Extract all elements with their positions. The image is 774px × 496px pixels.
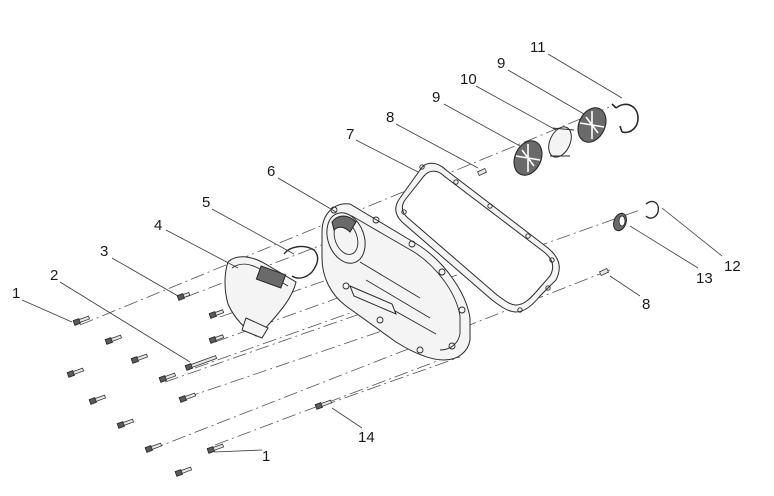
- callout-8-upper: 8: [386, 109, 394, 126]
- screw: [88, 394, 107, 405]
- screw: [178, 392, 197, 403]
- leader-lines: [21, 53, 723, 453]
- screw-3: [176, 291, 191, 301]
- callout-11: 11: [530, 39, 546, 56]
- screw: [104, 334, 123, 345]
- dowel-pin-lower: [598, 267, 610, 277]
- bearing: [613, 212, 627, 232]
- spring-clip: [283, 245, 319, 279]
- callout-3: 3: [100, 243, 108, 260]
- screw: [66, 367, 85, 378]
- callout-6: 6: [267, 163, 275, 180]
- screw: [208, 334, 225, 344]
- callout-7: 7: [346, 126, 354, 143]
- callout-14: 14: [358, 429, 375, 446]
- air-filter-grille-front: [513, 140, 543, 176]
- screw-14: [314, 399, 333, 410]
- circlip-small: [645, 200, 660, 219]
- clutch-cover: [321, 203, 471, 361]
- dowel-pin-upper: [476, 167, 488, 177]
- filter-element: [548, 126, 575, 158]
- screw: [116, 418, 135, 429]
- callout-10: 10: [460, 71, 477, 88]
- screw: [158, 372, 177, 383]
- callout-labels: 1 2 3 4 5 6 7 8 9 10 9 11 12 13 8 14 1: [12, 39, 741, 465]
- callout-1-upper: 1: [12, 285, 20, 302]
- screw: [130, 353, 149, 364]
- callout-2: 2: [50, 267, 58, 284]
- callout-1-lower: 1: [262, 448, 270, 465]
- screw: [208, 309, 225, 319]
- air-filter-grille-rear: [577, 107, 607, 143]
- screws: [66, 291, 333, 477]
- callout-9-lower: 9: [432, 89, 440, 106]
- screw-2: [184, 355, 218, 371]
- callout-9-upper: 9: [497, 55, 505, 72]
- circlip-large: [611, 103, 639, 134]
- callout-12: 12: [724, 258, 741, 275]
- screw: [174, 466, 193, 477]
- callout-8-lower: 8: [642, 296, 650, 313]
- callout-5: 5: [202, 194, 210, 211]
- screw-1-upper: [72, 315, 91, 326]
- gasket: [395, 162, 560, 313]
- cover-shield: [224, 256, 297, 339]
- callout-13: 13: [696, 270, 713, 287]
- screw: [144, 442, 163, 453]
- screw-1-lower: [206, 443, 225, 454]
- callout-4: 4: [154, 217, 162, 234]
